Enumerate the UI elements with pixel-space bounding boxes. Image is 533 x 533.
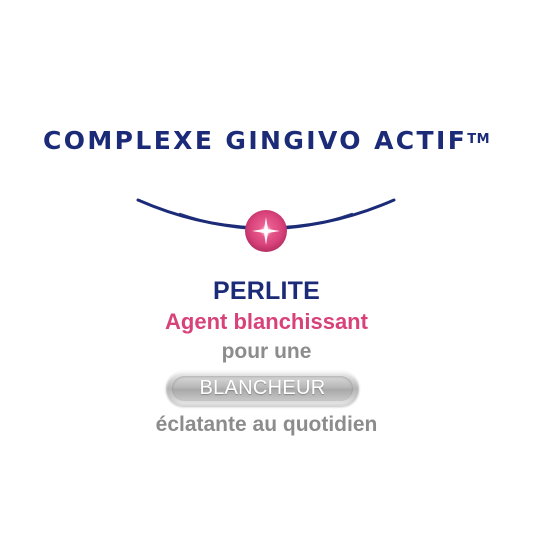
- arc-emblem: [136, 198, 396, 252]
- badge-inner: [172, 376, 353, 401]
- agent-label: Agent blanchissant: [165, 309, 368, 334]
- title-text: COMPLEXE GINGIVO ACTIF: [42, 126, 468, 155]
- tagline-text: éclatante au quotidien: [155, 413, 378, 436]
- blancheur-badge: BLANCHEUR: [166, 371, 359, 406]
- pour-une-text: pour une: [221, 340, 312, 363]
- ingredient-name: PERLITE: [213, 277, 320, 305]
- trademark-symbol: TM: [467, 132, 491, 147]
- badge-text: BLANCHEUR: [199, 377, 326, 399]
- complexe-title: COMPLEXE GINGIVO ACTIFTM: [0, 126, 533, 156]
- sparkle-icon: [252, 217, 280, 245]
